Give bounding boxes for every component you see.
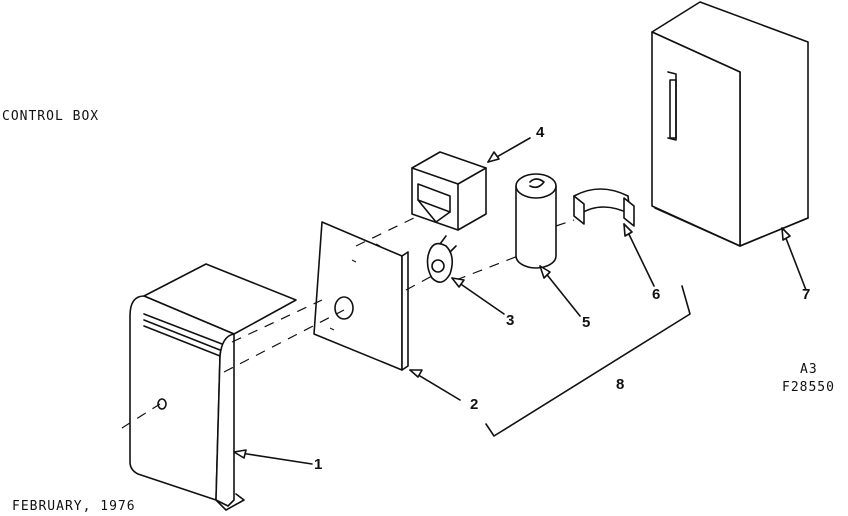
- bracket-8: [485, 285, 691, 437]
- callout-1: 1: [314, 456, 323, 473]
- callout-5: 5: [582, 314, 591, 331]
- part-7-cover: [651, 1, 809, 247]
- part-2-plate: [313, 221, 409, 371]
- part-1-box-body: [129, 263, 297, 511]
- callout-4: 4: [536, 124, 545, 141]
- callout-3: 3: [506, 312, 515, 329]
- callout-8: 8: [616, 376, 625, 393]
- callout-2: 2: [470, 396, 479, 413]
- callout-7: 7: [802, 286, 811, 303]
- diagram-title: CONTROL BOX: [2, 109, 100, 124]
- drawing-ref-line1: A3: [800, 362, 818, 377]
- part-3-protector: [426, 235, 457, 283]
- leader-lines: [233, 137, 807, 465]
- part-6-bracket: [573, 188, 635, 227]
- part-5-capacitor: [515, 173, 557, 269]
- callout-6: 6: [652, 286, 661, 303]
- date-label: FEBRUARY, 1976: [12, 499, 136, 514]
- assembly-lines: [121, 215, 575, 429]
- drawing-ref-line2: F28550: [782, 380, 835, 395]
- part-4-relay: [411, 151, 487, 231]
